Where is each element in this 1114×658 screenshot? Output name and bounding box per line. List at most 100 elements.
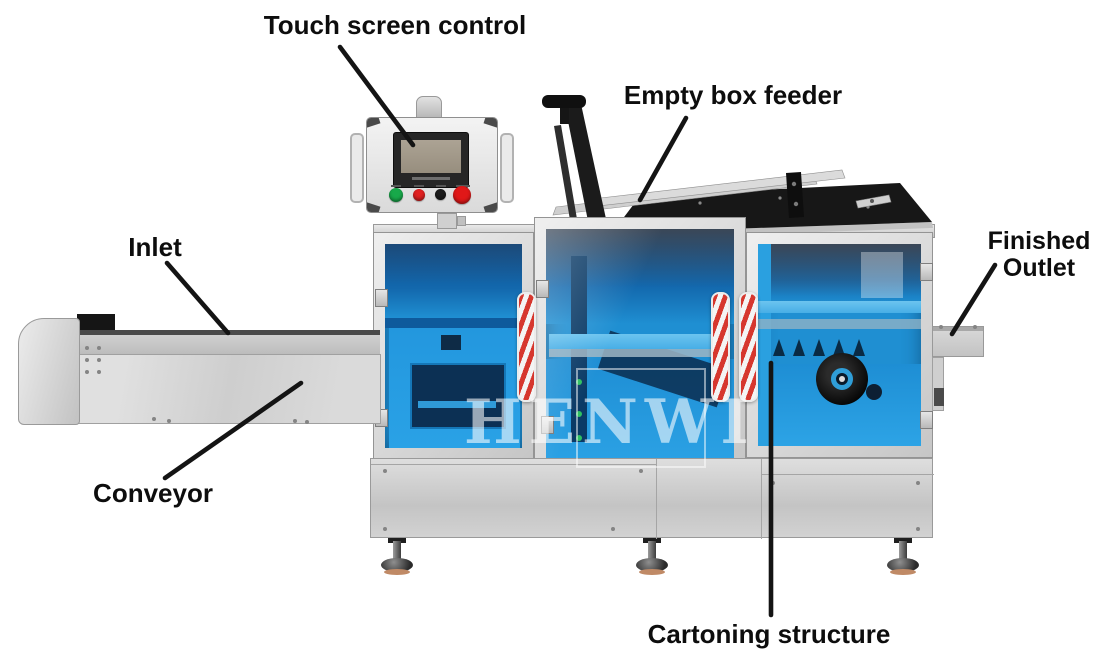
feeder-latch-screw: [870, 199, 874, 203]
foot-stem: [648, 541, 656, 561]
skirt-seam: [371, 464, 656, 465]
callout-label-touch-screen-control: Touch screen control: [263, 10, 527, 40]
screw-dot: [939, 325, 943, 329]
feeder-panel-screw: [698, 201, 702, 205]
foot-bracket: [894, 537, 912, 543]
door-handle-right: [739, 292, 758, 402]
leader-line-conveyor: [162, 380, 304, 481]
sensor-led: [576, 411, 582, 417]
middle-window-hinge: [536, 280, 549, 298]
feeder-adjust-knob: [542, 95, 586, 108]
feeder-guide-bracket: [786, 172, 804, 218]
foot-stem: [899, 541, 907, 561]
right-window-frame: [746, 232, 933, 458]
screw-dot: [383, 527, 387, 531]
screw-dot: [85, 346, 89, 350]
left-window-frame: [373, 232, 534, 460]
feeder-support-arm: [565, 104, 608, 231]
callout-label-cartoning-structure: Cartoning structure: [647, 619, 891, 649]
screw-dot: [97, 370, 101, 374]
leader-line-empty-box-feeder: [637, 115, 689, 203]
right-window-rail: [758, 319, 921, 329]
screw-dot: [152, 417, 156, 421]
conveyor-end-cap: [18, 318, 80, 425]
door-handle-left: [517, 292, 536, 402]
leader-line-inlet: [164, 260, 231, 336]
button-caption: [414, 185, 424, 187]
screw-dot: [167, 419, 171, 423]
hmi-screen-caption: [412, 177, 450, 180]
skirt-seam: [761, 474, 934, 475]
start-button[interactable]: [389, 188, 403, 202]
reset-button[interactable]: [435, 189, 446, 200]
screw-dot: [383, 469, 387, 473]
stop-button[interactable]: [413, 189, 425, 201]
control-panel-side-handle-right: [500, 133, 514, 203]
leader-line-finished-outlet: [949, 262, 998, 337]
control-panel-body: [366, 117, 498, 213]
screw-dot: [293, 419, 297, 423]
feeder-bracket-screw: [793, 201, 799, 207]
left-window-mid-rail: [385, 318, 522, 328]
hmi-screen-bezel: [393, 132, 469, 188]
right-window-hinge: [920, 411, 933, 429]
left-window-upper-machinery: [385, 244, 522, 318]
left-window-reflection: [385, 244, 522, 284]
middle-window-frame: [534, 217, 746, 470]
screw-dot: [85, 358, 89, 362]
roller: [866, 384, 882, 400]
carton-guide-spike: [773, 339, 785, 356]
watermark-outline-box: [576, 368, 706, 468]
foot-base: [636, 558, 668, 572]
control-panel-side-handle-left: [350, 133, 364, 203]
screw-dot: [611, 527, 615, 531]
feeder-bracket-screw: [791, 181, 797, 187]
right-window-background-light: [861, 252, 903, 298]
right-window-cross-bar: [758, 301, 921, 313]
screw-dot: [916, 481, 920, 485]
feeder-knob-stem: [560, 108, 569, 124]
outlet-top-lip: [933, 327, 983, 331]
left-window-opening: [410, 363, 506, 429]
outlet-conveyor-stub: [932, 325, 984, 357]
conveyor-side-panel: [78, 354, 381, 424]
callout-label-conveyor: Conveyor: [93, 478, 213, 508]
screw-dot: [973, 325, 977, 329]
feeder-support-rod: [554, 125, 577, 220]
right-window-left-strip: [758, 244, 771, 446]
right-window-glass: [758, 244, 921, 446]
middle-window-rail: [549, 349, 721, 357]
carton-guide-spike: [833, 339, 845, 356]
screw-dot: [639, 469, 643, 473]
right-window-hinge: [920, 263, 933, 281]
sensor-led: [576, 435, 582, 441]
foot-base: [381, 558, 413, 572]
foot-pad: [384, 569, 410, 575]
middle-window-cross-bar: [549, 334, 721, 349]
control-panel-connector: [457, 216, 466, 226]
middle-window-latch: [541, 416, 554, 434]
callout-label-inlet: Inlet: [128, 232, 182, 262]
tape-roll-axle: [839, 376, 845, 382]
foot-pad: [639, 569, 665, 575]
feeder-panel-screw: [778, 196, 782, 200]
door-handle-middle: [711, 292, 730, 402]
left-window-glass: [385, 244, 522, 448]
button-caption: [436, 185, 446, 187]
carton-guide-spike: [853, 339, 865, 356]
callout-label-finished-outlet: Finished Outlet: [987, 227, 1091, 282]
foot-stem: [393, 541, 401, 561]
emergency-stop-button[interactable]: [453, 186, 471, 204]
skirt-seam: [761, 459, 762, 539]
carton-guide-spike: [813, 339, 825, 356]
screw-dot: [85, 370, 89, 374]
callout-label-empty-box-feeder: Empty box feeder: [623, 80, 843, 110]
foot-bracket: [388, 537, 406, 543]
screw-dot: [97, 358, 101, 362]
machine-base-skirt: [370, 458, 934, 539]
brand-watermark: HENWI: [464, 387, 756, 458]
left-window-hinge: [375, 289, 388, 307]
leader-line-touch-screen-control: [337, 44, 416, 148]
